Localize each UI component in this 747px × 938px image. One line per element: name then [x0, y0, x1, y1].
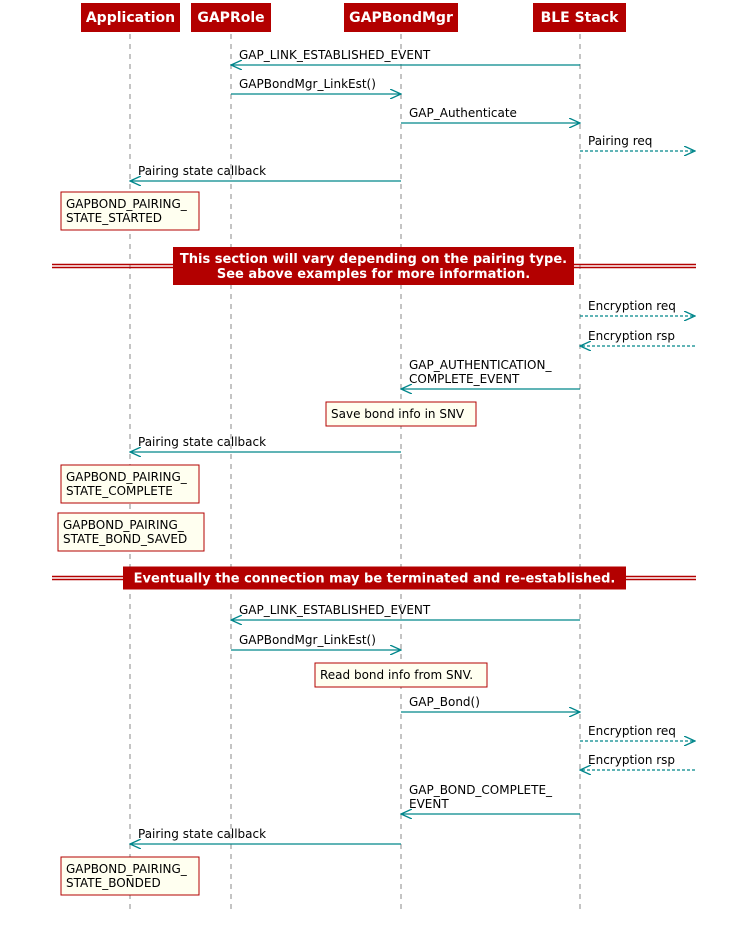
message-arrow: GAPBondMgr_LinkEst()	[231, 77, 401, 94]
note-text: STATE_COMPLETE	[66, 484, 173, 498]
message-arrow: Encryption req	[580, 299, 695, 316]
note-box: Save bond info in SNV	[325, 401, 477, 427]
note-text: GAPBOND_PAIRING_	[66, 862, 188, 876]
actor-label: Application	[86, 10, 175, 26]
message-label: Encryption req	[588, 299, 676, 313]
message-arrow: Pairing state callback	[130, 164, 401, 181]
message-arrow: GAP_LINK_ESTABLISHED_EVENT	[231, 603, 580, 620]
message-arrow: GAPBondMgr_LinkEst()	[231, 633, 401, 650]
note-text: GAPBOND_PAIRING_	[66, 197, 188, 211]
note-text: STATE_BONDED	[66, 876, 161, 890]
actor-app: Application	[81, 3, 180, 32]
message-label: Pairing req	[588, 134, 652, 148]
section-divider: This section will vary depending on the …	[52, 247, 696, 285]
note-text: STATE_STARTED	[66, 211, 162, 225]
message-arrow: Pairing req	[580, 134, 695, 151]
message-label: GAPBondMgr_LinkEst()	[239, 633, 376, 647]
actor-bondmgr: GAPBondMgr	[344, 3, 458, 32]
message-label: GAP_Authenticate	[409, 106, 517, 120]
message-label: Encryption rsp	[588, 753, 675, 767]
message-label: COMPLETE_EVENT	[409, 372, 520, 386]
message-arrow: Encryption req	[580, 724, 695, 741]
actor-gaprole: GAPRole	[191, 3, 271, 32]
divider-label: This section will vary depending on the …	[180, 252, 567, 267]
message-label: GAP_AUTHENTICATION_	[409, 358, 552, 372]
section-divider: Eventually the connection may be termina…	[52, 566, 696, 590]
message-arrow: GAP_BOND_COMPLETE_EVENT	[401, 783, 580, 814]
message-label: GAP_LINK_ESTABLISHED_EVENT	[239, 603, 431, 617]
message-label: GAP_LINK_ESTABLISHED_EVENT	[239, 48, 431, 62]
actor-label: GAPBondMgr	[349, 10, 453, 26]
note-box: GAPBOND_PAIRING_STATE_STARTED	[60, 191, 200, 231]
message-label: EVENT	[409, 797, 449, 811]
note-text: Read bond info from SNV.	[320, 668, 473, 682]
message-arrow: Pairing state callback	[130, 827, 401, 844]
message-arrow: GAP_Bond()	[401, 695, 580, 712]
note-text: GAPBOND_PAIRING_	[66, 470, 188, 484]
message-label: GAP_BOND_COMPLETE_	[409, 783, 553, 797]
message-arrow: Encryption rsp	[580, 753, 695, 770]
message-label: Encryption rsp	[588, 329, 675, 343]
note-box: GAPBOND_PAIRING_STATE_COMPLETE	[60, 464, 200, 504]
actor-stack: BLE Stack	[533, 3, 626, 32]
divider-label: Eventually the connection may be termina…	[134, 572, 616, 587]
note-text: Save bond info in SNV	[331, 407, 465, 421]
message-arrow: GAP_AUTHENTICATION_COMPLETE_EVENT	[401, 358, 580, 389]
message-arrow: Pairing state callback	[130, 435, 401, 452]
message-label: Pairing state callback	[138, 164, 266, 178]
message-label: GAP_Bond()	[409, 695, 480, 709]
message-arrow: Encryption rsp	[580, 329, 695, 346]
note-box: GAPBOND_PAIRING_STATE_BONDED	[60, 856, 200, 896]
actor-label: BLE Stack	[541, 10, 620, 26]
actor-label: GAPRole	[197, 10, 264, 26]
note-text: STATE_BOND_SAVED	[63, 532, 187, 546]
message-arrow: GAP_Authenticate	[401, 106, 580, 123]
divider-label: See above examples for more information.	[217, 267, 530, 282]
note-box: GAPBOND_PAIRING_STATE_BOND_SAVED	[57, 512, 205, 552]
note-box: Read bond info from SNV.	[314, 662, 488, 688]
note-text: GAPBOND_PAIRING_	[63, 518, 185, 532]
message-label: GAPBondMgr_LinkEst()	[239, 77, 376, 91]
message-label: Pairing state callback	[138, 827, 266, 841]
message-arrow: GAP_LINK_ESTABLISHED_EVENT	[231, 48, 580, 65]
message-label: Pairing state callback	[138, 435, 266, 449]
message-label: Encryption req	[588, 724, 676, 738]
